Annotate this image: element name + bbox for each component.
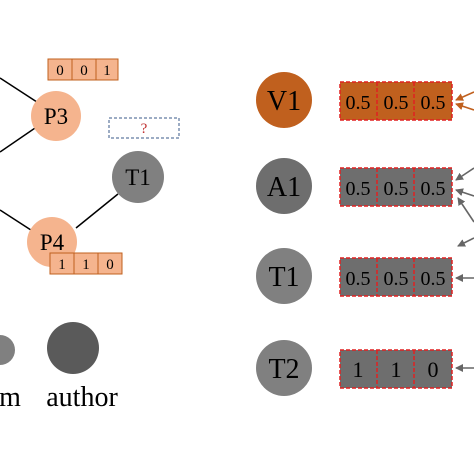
p4-vector: 1 1 0 [49, 252, 123, 275]
p4-vector-value-2: 0 [106, 257, 114, 273]
t1-vector-value-1: 0.5 [384, 268, 409, 290]
p4-vector-value-0: 1 [58, 257, 66, 273]
v1-arrow-1 [455, 91, 474, 101]
node-p4-label: P4 [40, 230, 65, 255]
node-p3-label: P3 [44, 104, 68, 129]
t2-vector-value-2: 0 [428, 357, 439, 382]
p3-vector-value-0: 0 [56, 63, 64, 79]
legend-term-label: m [0, 382, 21, 413]
a1-vector-value-2: 0.5 [421, 178, 446, 200]
a1-vector-value-0: 0.5 [346, 178, 371, 200]
v1-vector-value-0: 0.5 [346, 92, 371, 114]
p3-vector-value-1: 0 [80, 63, 88, 79]
legend-term-swatch [0, 335, 15, 365]
t1-vector-value-0: 0.5 [346, 268, 371, 290]
unknown-vector-mark: ? [141, 121, 148, 137]
node-t1[interactable] [112, 151, 164, 203]
v1-vector-box [339, 81, 453, 121]
node-v1-label: V1 [267, 86, 301, 117]
a1-arrow-1 [455, 167, 474, 181]
t2-vector-value-1: 1 [391, 357, 402, 382]
node-t2[interactable] [256, 340, 312, 396]
p3-vector-cell-2 [95, 58, 119, 81]
node-p3[interactable] [31, 91, 81, 141]
t2-vector-box [339, 349, 453, 389]
node-v1[interactable] [256, 72, 312, 128]
t2-vector-value-0: 1 [353, 357, 364, 382]
legend-author-label: author [46, 382, 118, 413]
legend-author-swatch [47, 322, 99, 374]
p4-vector-cell-2 [97, 252, 123, 275]
edge-p3-offscreen [0, 125, 39, 153]
a1-arrow-3 [457, 197, 474, 223]
node-t1-right-label: T1 [268, 262, 299, 293]
v1-vector-value-1: 0.5 [384, 92, 409, 114]
node-a1-label: A1 [267, 172, 301, 203]
edge-offscreen-p3 [0, 77, 41, 105]
a1-vector-value-1: 0.5 [384, 178, 409, 200]
t1-vector-box [339, 257, 453, 297]
node-t2-label: T2 [268, 354, 299, 385]
node-a1[interactable] [256, 158, 312, 214]
node-t1-right[interactable] [256, 248, 312, 304]
edge-p4-t1 [75, 193, 119, 229]
edge-offscreen-p4 [0, 209, 35, 233]
unknown-vector-box [108, 117, 180, 139]
v1-vector-value-2: 0.5 [421, 92, 446, 114]
a1-arrow-4 [457, 237, 474, 247]
a1-arrow-2 [455, 188, 474, 197]
v1-arrow-2 [455, 102, 474, 111]
p3-vector-value-2: 1 [103, 63, 111, 79]
node-t1-label: T1 [125, 165, 151, 190]
t1-vector-value-2: 0.5 [421, 268, 446, 290]
a1-vector-box [339, 167, 453, 207]
p4-vector-value-1: 1 [82, 257, 90, 273]
p3-vector: 0 0 1 [47, 58, 119, 81]
